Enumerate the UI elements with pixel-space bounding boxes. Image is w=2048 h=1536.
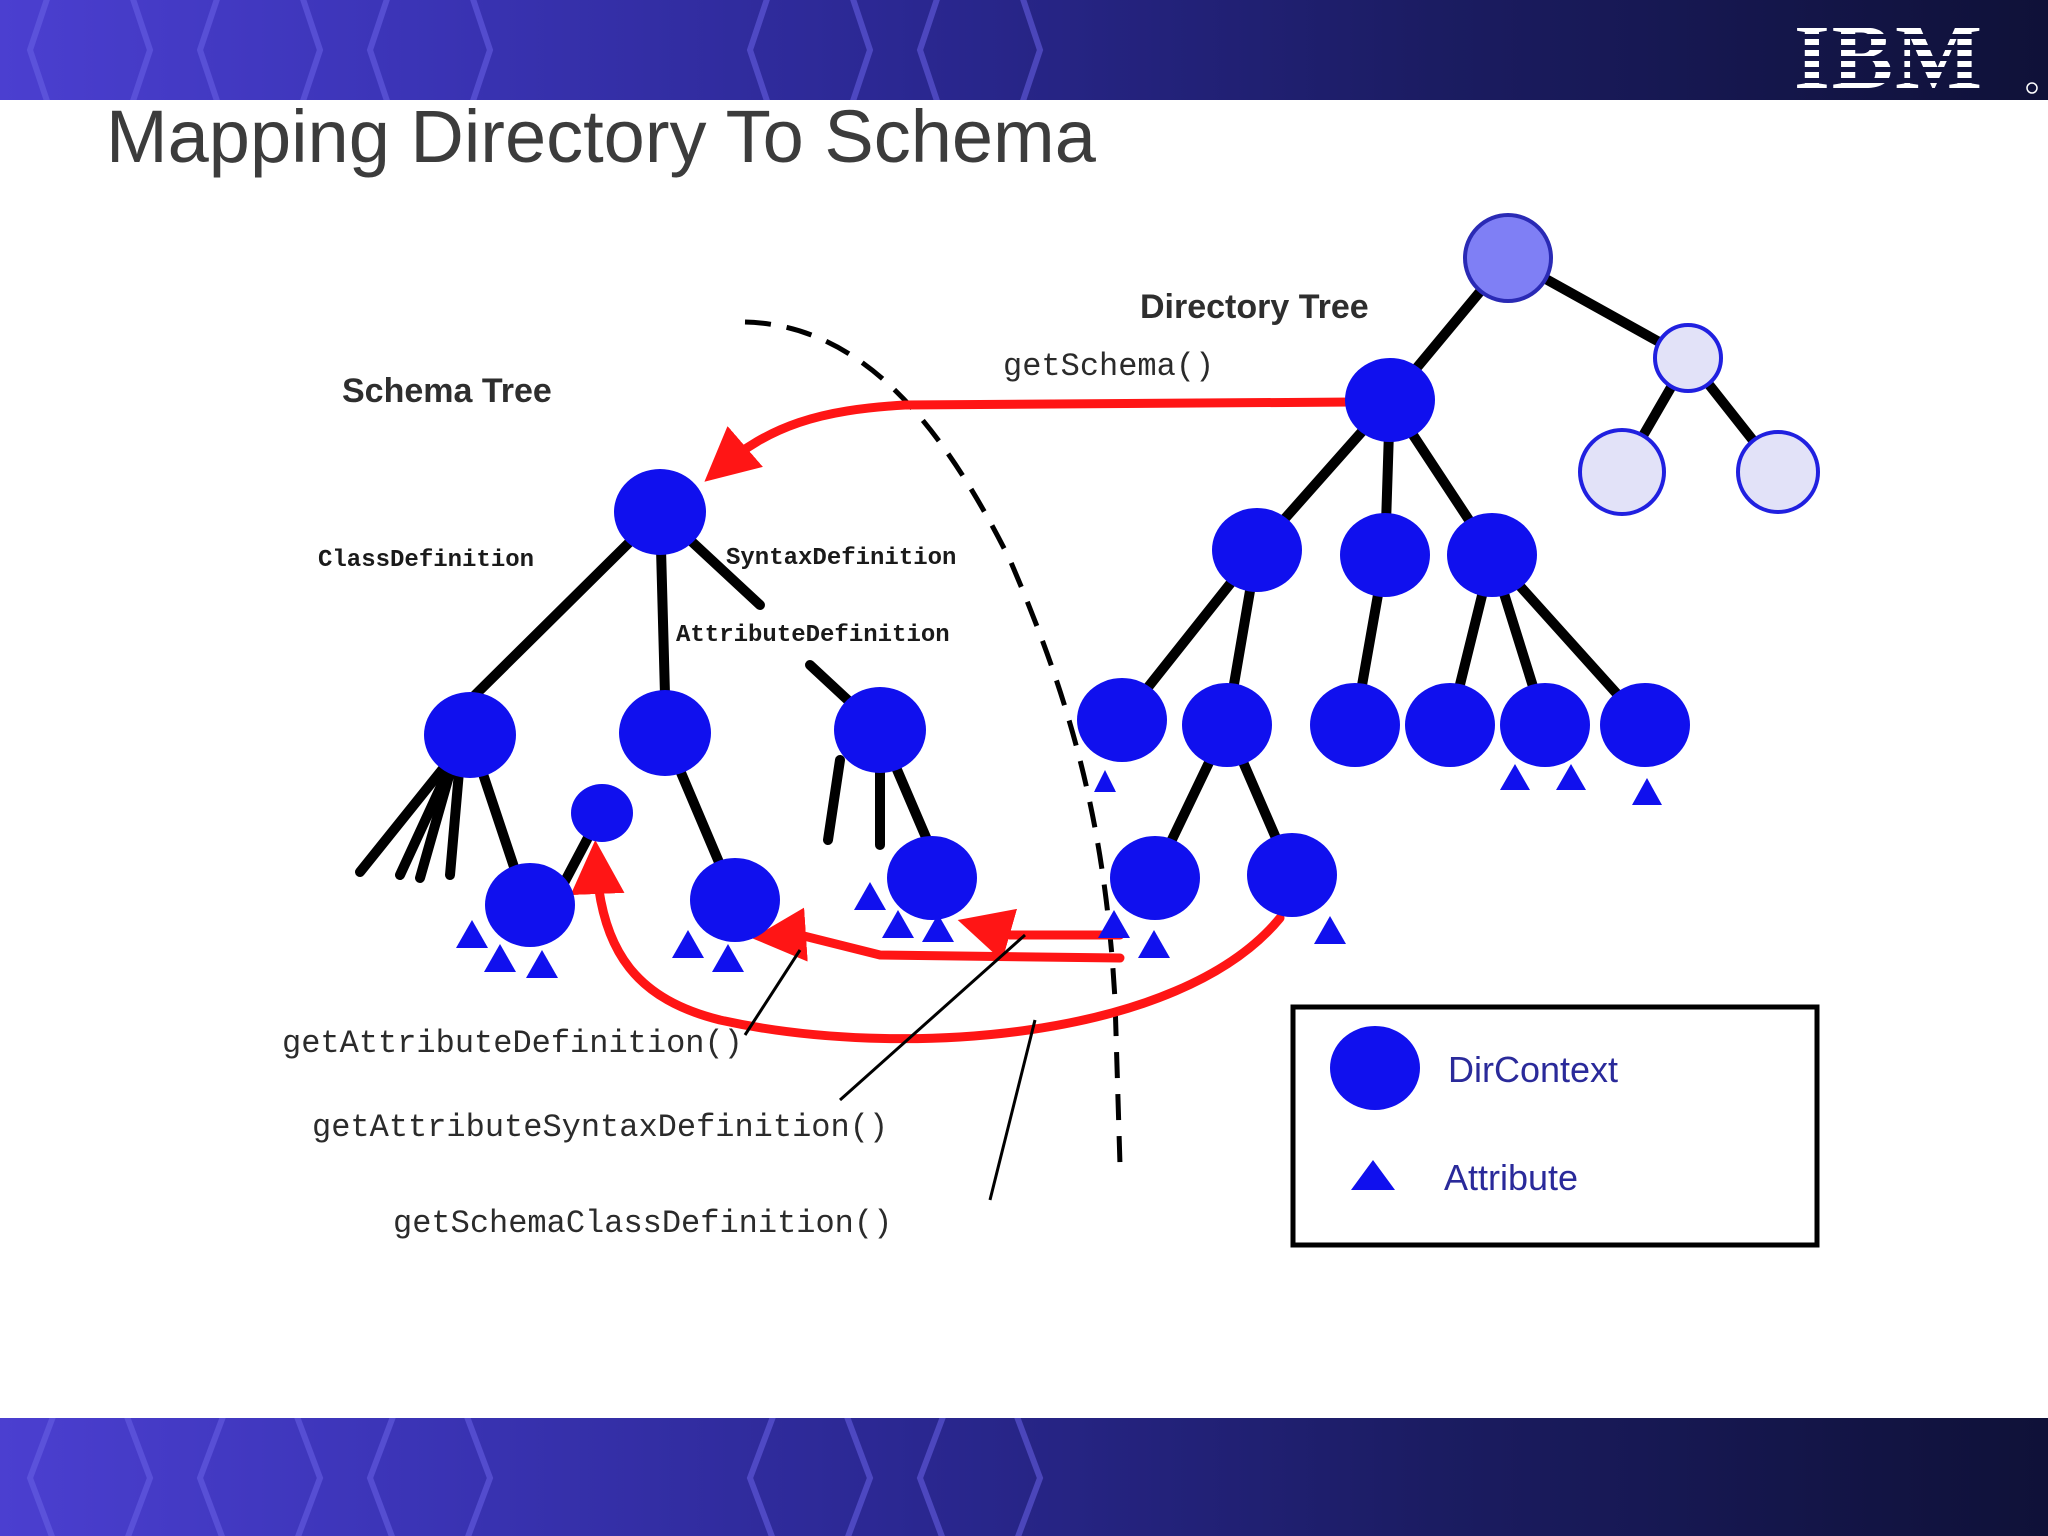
get-schema-label: getSchema() <box>1003 348 1214 385</box>
attribute-triangle <box>672 930 704 958</box>
dircontext-node <box>1345 358 1435 442</box>
class-definition-node <box>424 692 516 778</box>
attribute-triangle <box>484 944 516 972</box>
attribute-triangle <box>1500 764 1530 790</box>
syntax-definition-arrow <box>957 908 1125 961</box>
schema-root-node <box>614 469 706 555</box>
attribute-triangle <box>456 920 488 948</box>
dircontext-node <box>1340 513 1430 597</box>
attribute-triangle <box>922 914 954 942</box>
schema-tree-nodes <box>424 469 977 947</box>
dircontext-node <box>1310 683 1400 767</box>
top-banner: IBM <box>0 0 2048 100</box>
class-def-leaf-small <box>571 784 633 842</box>
dashed-boundary <box>744 319 1123 1166</box>
attribute-triangle <box>1314 916 1346 944</box>
attribute-definition-node <box>619 690 711 776</box>
attribute-triangle <box>882 910 914 938</box>
dircontext-node <box>1447 513 1537 597</box>
legend-attribute-label: Attribute <box>1444 1157 1578 1198</box>
dircontext-node <box>1600 683 1690 767</box>
syntax-def-leaf <box>887 836 977 920</box>
directory-tree-nodes <box>1077 213 1820 920</box>
attribute-triangle <box>1098 910 1130 938</box>
dircontext-node <box>1077 678 1167 762</box>
legend: DirContext Attribute <box>1290 1004 1820 1248</box>
class-def-leaf <box>485 863 575 947</box>
dircontext-node <box>1500 683 1590 767</box>
slide-title: Mapping Directory To Schema <box>106 95 1096 178</box>
getschema-arrow <box>704 397 1360 482</box>
directory-root-node <box>1463 213 1553 303</box>
attribute-triangle <box>854 882 886 910</box>
attribute-triangle <box>1138 930 1170 958</box>
attribute-triangle <box>526 950 558 978</box>
dircontext-node <box>1110 836 1200 920</box>
dircontext-node <box>1182 683 1272 767</box>
hex-pattern <box>26 0 1044 100</box>
attribute-def-leaf <box>690 858 780 942</box>
dircontext-node <box>1247 833 1337 917</box>
attribute-definition-label: AttributeDefinition <box>676 622 950 649</box>
directory-light-node <box>1653 323 1723 393</box>
directory-light-node <box>1578 428 1666 516</box>
attribute-triangle <box>1556 764 1586 790</box>
attribute-triangles <box>456 764 1662 978</box>
get-attribute-syntax-definition-label: getAttributeSyntaxDefinition() <box>312 1109 888 1146</box>
legend-dircontext-icon <box>1330 1026 1420 1110</box>
hex-pattern <box>26 1418 1044 1536</box>
attribute-triangle <box>1094 772 1116 792</box>
label-leader-lines <box>743 933 1037 1201</box>
directory-tree-label: Directory Tree <box>1140 288 1369 326</box>
ibm-logo: IBM <box>1794 6 2038 96</box>
get-attribute-definition-label: getAttributeDefinition() <box>282 1025 743 1062</box>
schema-tree-label: Schema Tree <box>342 372 552 410</box>
get-schema-class-definition-label: getSchemaClassDefinition() <box>393 1205 892 1242</box>
syntax-definition-node <box>834 687 926 773</box>
directory-light-node <box>1736 430 1820 514</box>
legend-attribute-icon <box>1351 1160 1395 1190</box>
attribute-triangle <box>712 944 744 972</box>
ibm-logo-text: IBM <box>1794 6 1984 96</box>
class-definition-label: ClassDefinition <box>318 547 534 574</box>
dircontext-node <box>1212 508 1302 592</box>
class-definition-arrow <box>570 840 1285 1044</box>
attribute-triangle <box>1632 778 1662 805</box>
dircontext-node <box>1405 683 1495 767</box>
bottom-banner <box>0 1418 2048 1536</box>
syntax-definition-label: SyntaxDefinition <box>726 545 956 572</box>
legend-dircontext-label: DirContext <box>1448 1049 1618 1090</box>
